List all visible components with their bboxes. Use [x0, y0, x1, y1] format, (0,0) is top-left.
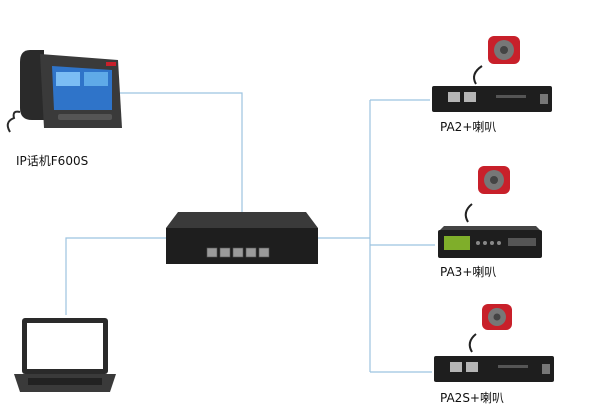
- speaker-icon: [464, 166, 510, 223]
- pa3-top: [440, 226, 540, 230]
- laptop-icon: [14, 318, 116, 392]
- pa3-button: [490, 241, 494, 245]
- pa3-display: [444, 236, 470, 250]
- pa3-strip: [508, 238, 536, 246]
- phone-keys: [58, 114, 112, 120]
- switch-port: [258, 247, 270, 258]
- switch-port: [206, 247, 218, 258]
- speaker-center: [493, 313, 501, 321]
- pa3-amplifier-icon: [438, 226, 542, 258]
- pa3-button: [476, 241, 480, 245]
- pa2s-label-strip: [498, 365, 528, 368]
- pa2s-label: PA2S+喇叭: [440, 390, 504, 405]
- connection-lines: [65, 92, 435, 373]
- speaker-icon: [473, 36, 520, 85]
- switch-port: [232, 247, 244, 258]
- pa2-label-strip: [496, 95, 526, 98]
- speaker-cable: [468, 333, 477, 353]
- pa3-button: [497, 241, 501, 245]
- laptop-keys: [28, 378, 102, 385]
- pa2-amplifier-icon: [432, 86, 552, 112]
- line-laptop-switch: [65, 237, 172, 315]
- pa2s-port: [450, 362, 462, 372]
- speaker-center: [500, 46, 508, 54]
- phone-screen-widget: [84, 72, 108, 86]
- ip-phone-icon: [6, 50, 122, 133]
- speaker-cable: [464, 203, 473, 223]
- pa2s-body: [434, 356, 554, 382]
- phone-led: [106, 62, 116, 66]
- pa2s-terminal: [542, 364, 550, 374]
- network-switch-icon: [166, 212, 318, 264]
- switch-ports: [206, 247, 270, 258]
- phone-screen-widget: [56, 72, 80, 86]
- phone-handset: [20, 50, 44, 120]
- pa2-terminal: [540, 94, 548, 104]
- switch-front: [166, 228, 318, 264]
- pa2-body: [432, 86, 552, 112]
- line-phone-switch: [120, 92, 243, 212]
- switch-port: [219, 247, 231, 258]
- pa2-label: PA2+喇叭: [440, 119, 496, 134]
- speaker-center: [490, 176, 498, 184]
- switch-port: [245, 247, 257, 258]
- switch-top: [166, 212, 318, 228]
- speaker-icon: [468, 304, 512, 353]
- pa2s-port: [466, 362, 478, 372]
- pa2-port: [464, 92, 476, 102]
- speaker-cable: [473, 65, 483, 85]
- pa3-label: PA3+喇叭: [440, 264, 496, 279]
- phone-label: IP话机F600S: [16, 154, 88, 168]
- phone-cord: [6, 110, 21, 133]
- pa2-port: [448, 92, 460, 102]
- laptop-screen: [27, 323, 103, 369]
- pa3-button: [483, 241, 487, 245]
- pa2s-amplifier-icon: [434, 356, 554, 382]
